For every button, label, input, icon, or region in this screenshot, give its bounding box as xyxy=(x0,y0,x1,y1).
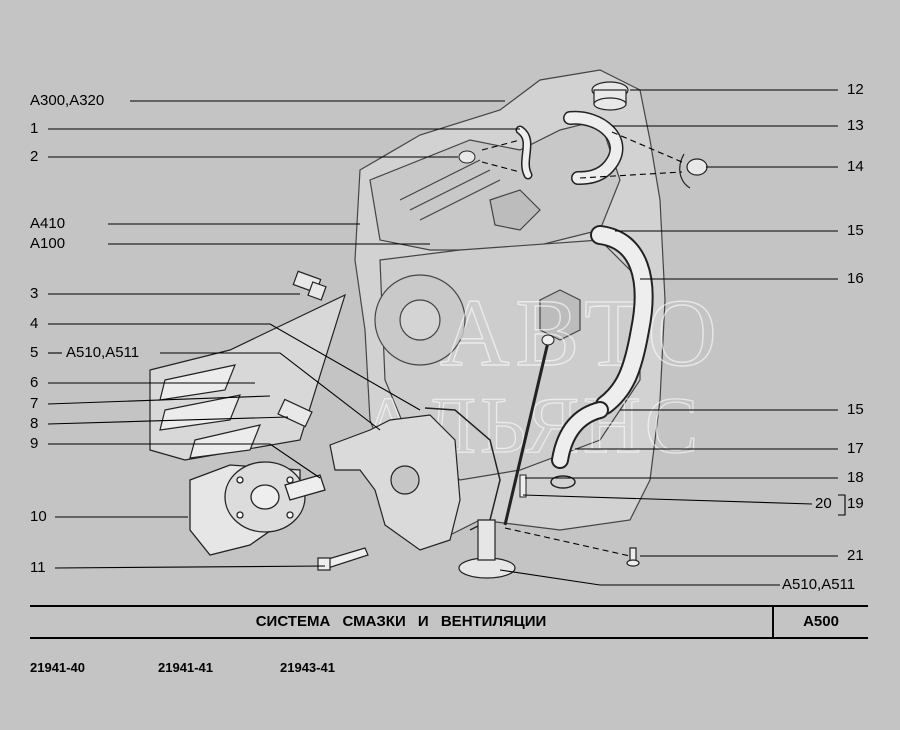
callout-20: 20 xyxy=(815,495,832,512)
callout-18: 18 xyxy=(847,469,864,486)
callout-15-bottom: 15 xyxy=(847,401,864,418)
model-number-1: 21941-40 xyxy=(30,660,85,675)
callout-5: 5 xyxy=(30,344,39,361)
callout-19: 19 xyxy=(847,495,864,512)
watermark-line1: АВТО xyxy=(440,279,723,386)
bolt-11 xyxy=(317,547,369,571)
oil-pressure-sensor xyxy=(292,270,327,301)
hose-clamp-14 xyxy=(679,153,708,189)
oil-filter xyxy=(189,461,326,556)
callout-13: 13 xyxy=(847,117,864,134)
callout-4: 4 xyxy=(30,315,39,332)
callout-11: 11 xyxy=(30,559,46,576)
leader-lines xyxy=(47,89,846,586)
callout-10: 10 xyxy=(30,508,47,525)
callout-21: 21 xyxy=(847,547,864,564)
bracket-panel xyxy=(149,293,346,461)
callout-a100: A100 xyxy=(30,235,66,252)
callout-14: 14 xyxy=(847,158,864,175)
callout-a410: A410 xyxy=(30,215,66,232)
parts-diagram: АВТО АЛЬЯНС xyxy=(47,69,846,586)
callout-7: 7 xyxy=(30,395,39,412)
callout-12: 12 xyxy=(847,81,864,98)
callout-9: 9 xyxy=(30,435,39,452)
title-block: СИСТЕМА СМАЗКИ И ВЕНТИЛЯЦИИ A500 xyxy=(30,605,868,639)
dipstick xyxy=(503,341,550,526)
diagram-code: A500 xyxy=(803,613,839,630)
callout-17: 17 xyxy=(847,440,864,457)
assembly-dashes xyxy=(481,131,683,557)
filler-cap xyxy=(591,81,629,111)
bolt-21 xyxy=(626,547,640,567)
callout-a300-a320: A300,A320 xyxy=(30,92,105,109)
callout-6: 6 xyxy=(30,374,39,391)
callout-8: 8 xyxy=(30,415,39,432)
oil-pressure-switch xyxy=(277,398,313,428)
callout-3: 3 xyxy=(30,285,39,302)
oil-strainer xyxy=(458,519,516,579)
callout-16: 16 xyxy=(847,270,864,287)
model-number-3: 21943-41 xyxy=(280,660,335,675)
callout-a510-a511-right: A510,A511 xyxy=(782,576,856,593)
model-number-2: 21941-41 xyxy=(158,660,213,675)
callout-a510-a511-left: A510,A511 xyxy=(66,344,140,361)
callout-2: 2 xyxy=(30,148,39,165)
diagram-title: СИСТЕМА СМАЗКИ И ВЕНТИЛЯЦИИ xyxy=(30,607,774,637)
callout-15-top: 15 xyxy=(847,222,864,239)
callout-1: 1 xyxy=(30,120,39,137)
oil-pump xyxy=(329,407,501,551)
